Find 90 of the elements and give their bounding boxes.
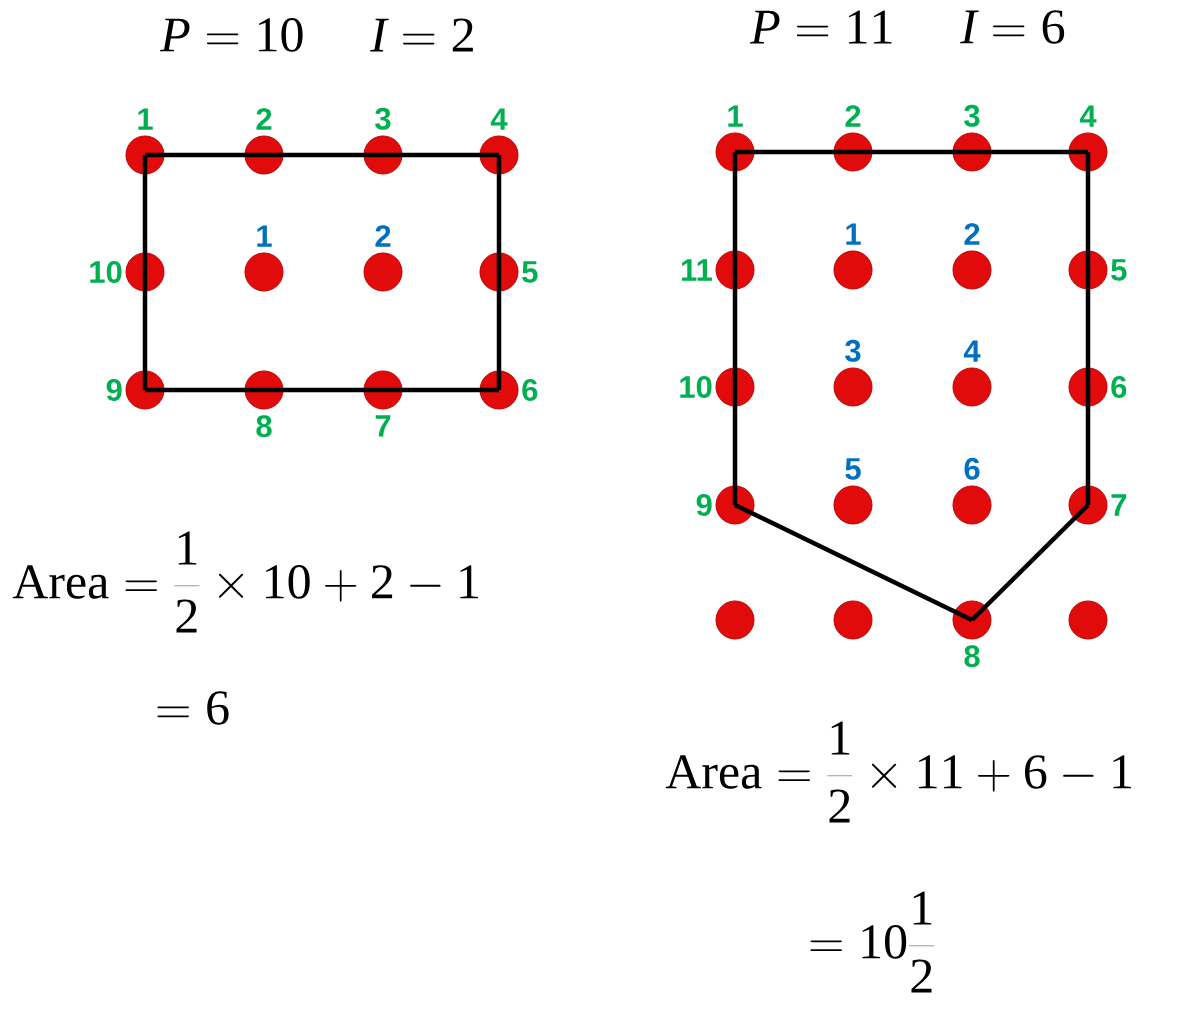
lattice-point (715, 250, 755, 290)
lattice-point (125, 252, 165, 292)
polygon-side (264, 152, 383, 158)
point-number: 2 (256, 108, 272, 130)
lattice-point (1068, 600, 1108, 640)
lattice-point (1068, 367, 1108, 407)
polygon-side (1085, 270, 1091, 387)
point-number: 3 (845, 339, 861, 362)
polygon-side (853, 149, 972, 155)
lattice-point (952, 367, 992, 407)
lattice-point (363, 135, 403, 175)
lattice-point (1068, 132, 1108, 172)
point-number: 1 (138, 108, 153, 130)
polygon-side (734, 502, 973, 622)
polygon-side (264, 387, 383, 393)
point-number: 2 (964, 223, 980, 245)
lattice-point (244, 252, 284, 292)
lattice-point (833, 485, 873, 525)
point-number: 2 (845, 105, 861, 127)
formula: $P=10$ (159, 18, 303, 52)
lattice-point (952, 250, 992, 290)
formula: $I=6$ (960, 10, 1065, 44)
lattice-point (244, 135, 284, 175)
polygon-side (1085, 152, 1091, 270)
lattice-point (1068, 485, 1108, 525)
point-number: 6 (522, 379, 538, 401)
point-number: 5 (845, 458, 861, 480)
polygon-side (142, 155, 148, 272)
point-number: 5 (522, 261, 538, 283)
polygon-side (145, 387, 264, 393)
lattice-point (244, 370, 284, 410)
polygon-side (496, 272, 502, 390)
point-number: 3 (375, 107, 391, 130)
point-number: 7 (375, 415, 391, 437)
point-number: 1 (728, 105, 743, 127)
formula: $\mathrm{Area}=\frac{1}{2}\times 11+6-1$ (665, 721, 1131, 823)
lattice-point (1068, 250, 1108, 290)
point-number: 6 (964, 457, 980, 480)
lattice-point (833, 367, 873, 407)
point-number: 4 (1079, 105, 1097, 127)
formula: $P=11$ (749, 10, 892, 44)
point-number: 9 (106, 379, 122, 401)
lattice-point (479, 252, 519, 292)
point-number: 3 (964, 104, 980, 127)
formula: $I=2$ (370, 18, 473, 52)
lattice-point (363, 252, 403, 292)
polygon-side (732, 152, 738, 270)
point-number: 10 (90, 261, 122, 283)
lattice-point (833, 132, 873, 172)
point-number: 11 (682, 259, 712, 281)
formula: $=6$ (157, 691, 229, 725)
point-number: 10 (680, 376, 712, 398)
polygon-side (970, 503, 1090, 622)
point-number: 4 (490, 108, 508, 130)
point-number: 8 (256, 415, 272, 438)
polygon-side (383, 387, 499, 393)
polygon-side (732, 387, 738, 505)
lattice-point (125, 135, 165, 175)
point-number: 4 (963, 340, 981, 362)
lattice-point (479, 370, 519, 410)
point-number: 6 (1111, 376, 1127, 398)
polygon-side (972, 149, 1088, 155)
lattice-point (952, 132, 992, 172)
lattice-point (363, 370, 403, 410)
polygon-side (735, 149, 853, 155)
lattice-point (479, 135, 519, 175)
polygon-side (383, 152, 499, 158)
point-number: 1 (257, 225, 272, 247)
lattice-point (715, 132, 755, 172)
point-number: 7 (1111, 494, 1127, 516)
formula: $=10\frac{1}{2}$ (810, 891, 935, 993)
polygon-side (496, 155, 502, 272)
polygon-side (732, 270, 738, 387)
polygon-side (1085, 387, 1091, 505)
lattice-point (125, 370, 165, 410)
point-number: 1 (846, 223, 861, 245)
lattice-point (952, 485, 992, 525)
point-number: 8 (964, 645, 980, 668)
lattice-point (715, 367, 755, 407)
point-number: 5 (1111, 259, 1127, 281)
formula: $\mathrm{Area}=\frac{1}{2}\times 10+2-1$ (12, 531, 478, 633)
lattice-point (715, 485, 755, 525)
lattice-point (833, 250, 873, 290)
point-number: 2 (375, 225, 391, 247)
polygon-side (145, 152, 264, 158)
lattice-point (833, 600, 873, 640)
polygon-side (142, 272, 148, 390)
lattice-point (715, 600, 755, 640)
point-number: 9 (696, 494, 712, 516)
lattice-point (952, 600, 992, 640)
